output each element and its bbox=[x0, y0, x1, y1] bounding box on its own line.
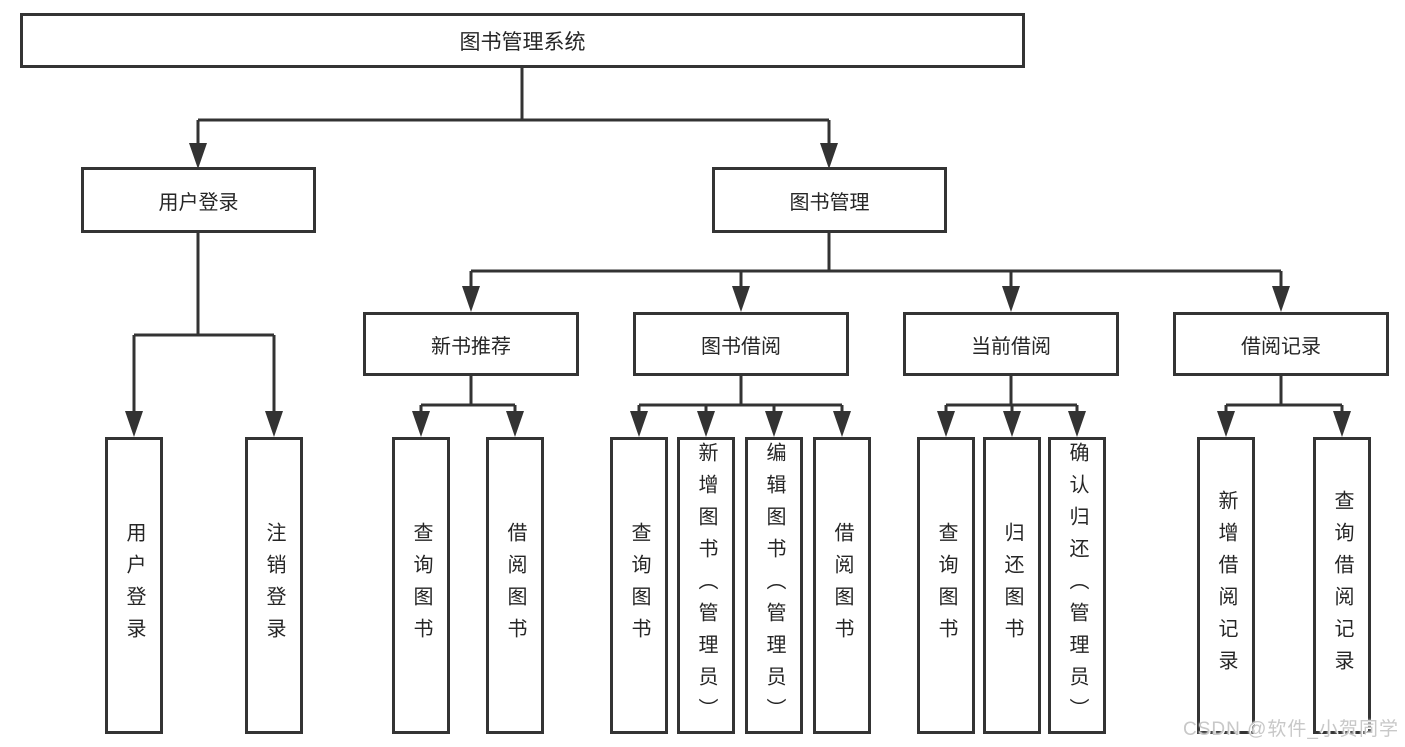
node-label: 借阅记录 bbox=[1241, 335, 1321, 358]
leaf-borrow-books-borrowing: 借阅图书 bbox=[813, 437, 871, 734]
leaf-label: 用户登录 bbox=[123, 521, 145, 650]
leaf-edit-books-admin: 编辑图书（管理员） bbox=[745, 437, 803, 734]
csdn-watermark: CSDN @软件_小贺同学 bbox=[1183, 719, 1399, 740]
leaf-query-books-recommend: 查询图书 bbox=[392, 437, 450, 734]
node-label: 用户登录 bbox=[158, 191, 239, 214]
leaf-label: 查询图书 bbox=[628, 521, 650, 650]
leaf-add-borrow-record: 新增借阅记录 bbox=[1197, 437, 1255, 734]
leaf-label: 确认归还（管理员） bbox=[1066, 441, 1088, 730]
leaf-label: 新增借阅记录 bbox=[1215, 489, 1237, 682]
leaf-confirm-return-admin: 确认归还（管理员） bbox=[1048, 437, 1106, 734]
leaf-add-books-admin: 新增图书（管理员） bbox=[677, 437, 735, 734]
node-book-management-system: 图书管理系统 bbox=[20, 13, 1025, 68]
node-new-book-recommendation: 新书推荐 bbox=[363, 312, 579, 376]
leaf-return-books: 归还图书 bbox=[983, 437, 1041, 734]
node-label: 当前借阅 bbox=[971, 335, 1051, 358]
leaf-label: 借阅图书 bbox=[831, 521, 853, 650]
node-book-borrowing: 图书借阅 bbox=[633, 312, 849, 376]
leaf-user-login: 用户登录 bbox=[105, 437, 163, 734]
node-user-login: 用户登录 bbox=[81, 167, 316, 233]
leaf-query-books-current: 查询图书 bbox=[917, 437, 975, 734]
node-current-borrowing: 当前借阅 bbox=[903, 312, 1119, 376]
leaf-query-borrow-record: 查询借阅记录 bbox=[1313, 437, 1371, 734]
node-label: 图书管理系统 bbox=[459, 30, 586, 54]
leaf-label: 编辑图书（管理员） bbox=[763, 441, 785, 730]
leaf-label: 查询借阅记录 bbox=[1331, 489, 1353, 682]
leaf-label: 查询图书 bbox=[935, 521, 957, 650]
leaf-label: 注销登录 bbox=[263, 521, 285, 650]
node-borrowing-records: 借阅记录 bbox=[1173, 312, 1389, 376]
leaf-label: 借阅图书 bbox=[504, 521, 526, 650]
leaf-label: 归还图书 bbox=[1001, 521, 1023, 650]
node-label: 新书推荐 bbox=[431, 335, 511, 358]
leaf-label: 新增图书（管理员） bbox=[695, 441, 717, 730]
leaf-label: 查询图书 bbox=[410, 521, 432, 650]
node-book-management: 图书管理 bbox=[712, 167, 947, 233]
leaf-borrow-books-recommend: 借阅图书 bbox=[486, 437, 544, 734]
node-label: 图书管理 bbox=[789, 191, 870, 214]
node-label: 图书借阅 bbox=[701, 335, 781, 358]
leaf-logout: 注销登录 bbox=[245, 437, 303, 734]
leaf-query-books-borrowing: 查询图书 bbox=[610, 437, 668, 734]
